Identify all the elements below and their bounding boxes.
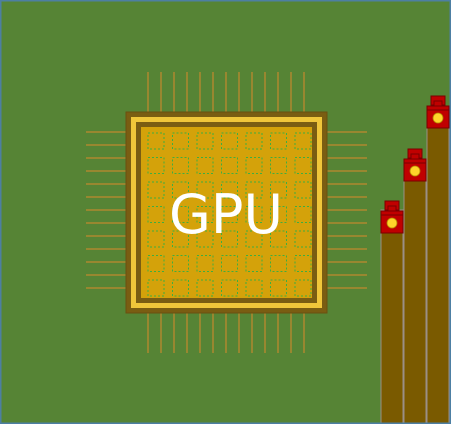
grid-cell bbox=[172, 279, 189, 297]
grid-cell bbox=[245, 157, 263, 174]
grid-cell bbox=[147, 157, 165, 174]
connector bbox=[426, 95, 450, 129]
gpu-chip: GPU bbox=[125, 111, 328, 314]
grid-cell bbox=[270, 206, 287, 223]
grid-cell bbox=[221, 157, 238, 174]
grid-cell bbox=[270, 279, 287, 297]
grid-cell bbox=[196, 132, 214, 150]
grid-cell bbox=[196, 279, 214, 297]
grid-cell bbox=[294, 206, 312, 223]
grid-cell bbox=[147, 279, 165, 297]
trace bbox=[380, 209, 404, 424]
grid-cell bbox=[172, 230, 189, 248]
grid-cell bbox=[221, 181, 238, 199]
grid-cell bbox=[172, 132, 189, 150]
grid-cell bbox=[270, 255, 287, 272]
grid-cell bbox=[147, 132, 165, 150]
grid-cell bbox=[270, 157, 287, 174]
grid-cell bbox=[221, 230, 238, 248]
trace bbox=[426, 111, 450, 424]
grid-cell bbox=[294, 279, 312, 297]
grid-cell bbox=[196, 157, 214, 174]
grid-cell bbox=[245, 206, 263, 223]
grid-cell bbox=[196, 255, 214, 272]
chip-grid bbox=[147, 132, 312, 297]
grid-cell bbox=[147, 230, 165, 248]
grid-cell bbox=[221, 206, 238, 223]
grid-cell bbox=[245, 230, 263, 248]
grid-cell bbox=[196, 181, 214, 199]
grid-cell bbox=[294, 255, 312, 272]
connector-pad bbox=[386, 217, 398, 229]
grid-cell bbox=[270, 230, 287, 248]
grid-cell bbox=[245, 255, 263, 272]
grid-cell bbox=[270, 132, 287, 150]
grid-cell bbox=[172, 255, 189, 272]
grid-cell bbox=[172, 157, 189, 174]
grid-cell bbox=[221, 279, 238, 297]
chip-pins bbox=[86, 72, 367, 353]
grid-cell bbox=[196, 206, 214, 223]
grid-cell bbox=[294, 132, 312, 150]
grid-cell bbox=[172, 181, 189, 199]
grid-cell bbox=[294, 157, 312, 174]
grid-cell bbox=[270, 181, 287, 199]
grid-cell bbox=[221, 255, 238, 272]
grid-cell bbox=[147, 255, 165, 272]
grid-cell bbox=[245, 181, 263, 199]
grid-cell bbox=[172, 206, 189, 223]
grid-cell bbox=[245, 279, 263, 297]
grid-cell bbox=[221, 132, 238, 150]
grid-cell bbox=[147, 181, 165, 199]
grid-cell bbox=[294, 230, 312, 248]
grid-cell bbox=[294, 181, 312, 199]
gpu-label: GPU bbox=[169, 183, 283, 246]
trace bbox=[403, 163, 427, 424]
connector bbox=[380, 200, 404, 234]
grid-cell bbox=[147, 206, 165, 223]
grid-cell bbox=[245, 132, 263, 150]
chip-die bbox=[141, 127, 312, 298]
connector-pad bbox=[409, 165, 421, 177]
connector-pad bbox=[432, 112, 444, 124]
grid-cell bbox=[196, 230, 214, 248]
connector bbox=[403, 148, 427, 182]
connectors bbox=[380, 95, 450, 234]
